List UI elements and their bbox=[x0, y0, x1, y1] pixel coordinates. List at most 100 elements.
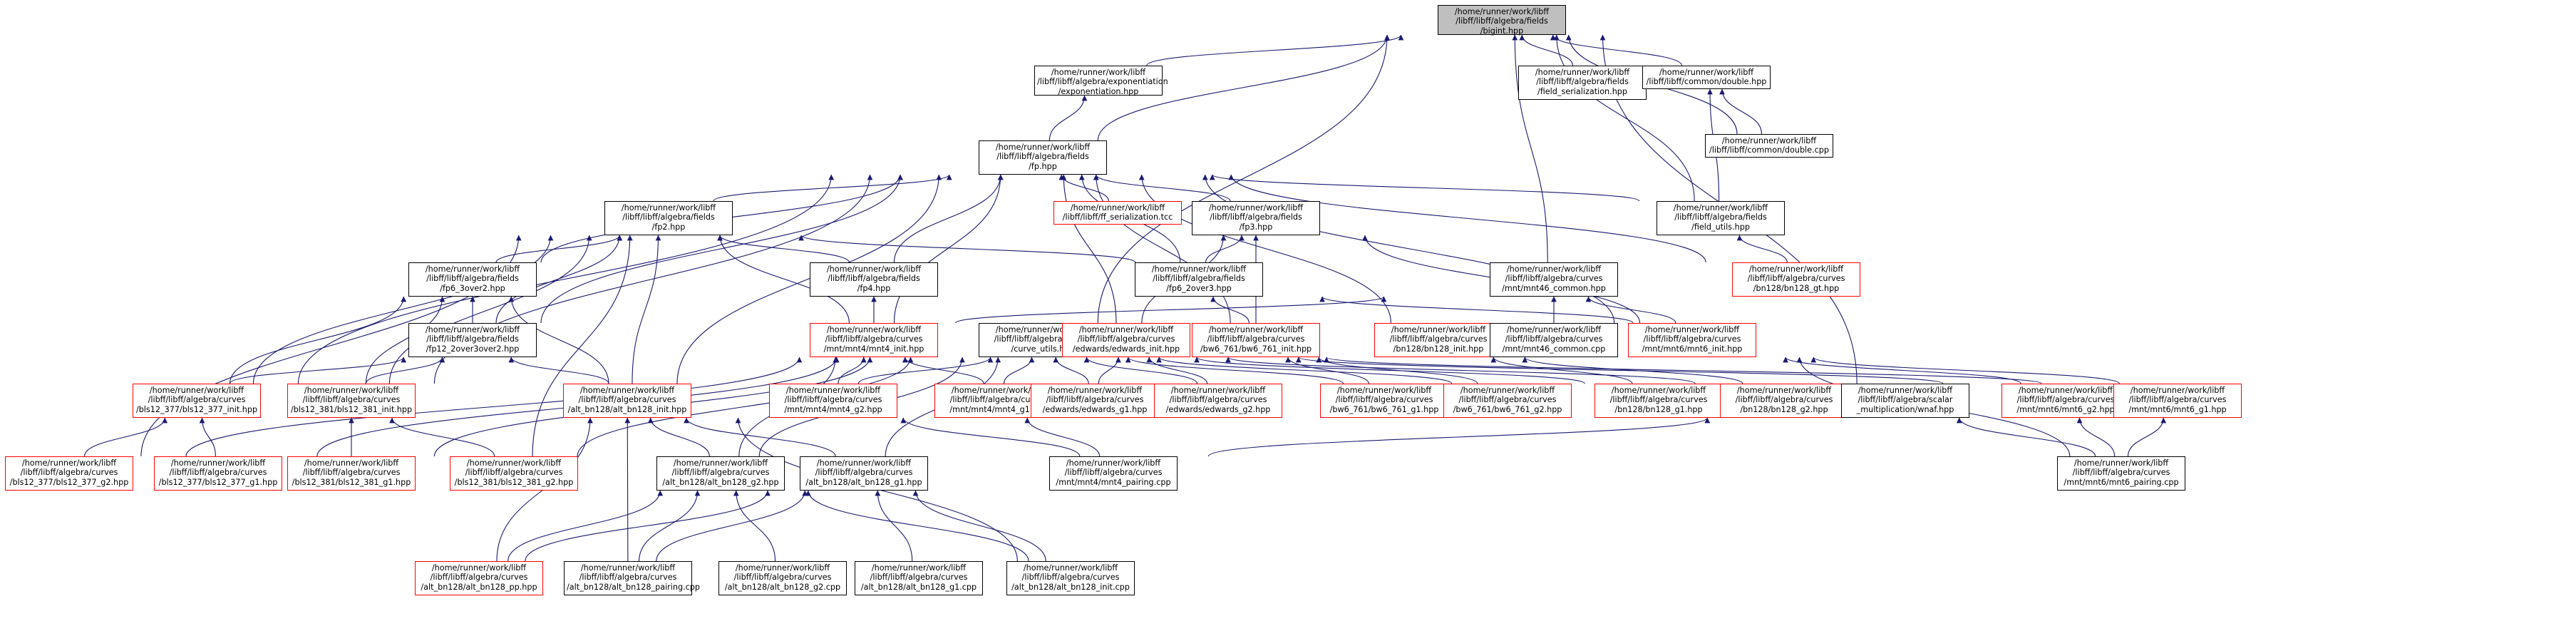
node-label-line: /libff/libff/algebra/fields bbox=[1536, 77, 1629, 87]
node-label-line: /fp2.hpp bbox=[651, 222, 686, 232]
node-fp4[interactable]: /home/runner/work/libff/libff/libff/alge… bbox=[810, 262, 938, 297]
node-bls381g2[interactable]: /home/runner/work/libff/libff/libff/alge… bbox=[450, 456, 578, 491]
node-bls377g2[interactable]: /home/runner/work/libff/libff/libff/alge… bbox=[5, 456, 133, 491]
node-fp3[interactable]: /home/runner/work/libff/libff/libff/alge… bbox=[1192, 201, 1320, 235]
edge-altinit-to-fp2 bbox=[632, 235, 661, 384]
node-label-line: /home/runner/work/libff bbox=[149, 386, 244, 395]
node-label-line: /home/runner/work/libff bbox=[304, 386, 399, 395]
node-edg1[interactable]: /home/runner/work/libff/libff/libff/alge… bbox=[1031, 384, 1159, 418]
node-label-line: /home/runner/work/libff bbox=[995, 143, 1091, 152]
node-label-line: /bw6_761/bw6_761_g2.hpp bbox=[1453, 404, 1562, 414]
node-mnt4g2[interactable]: /home/runner/work/libff/libff/libff/alge… bbox=[769, 384, 897, 418]
node-label-line: /bls12_377/bls12_377_g1.hpp bbox=[158, 477, 278, 487]
node-bls381g1[interactable]: /home/runner/work/libff/libff/libff/alge… bbox=[287, 456, 416, 491]
edge-altpp-to-altg1 bbox=[525, 490, 771, 562]
node-mnt4pair[interactable]: /home/runner/work/libff/libff/libff/alge… bbox=[1049, 456, 1178, 491]
node-mnt46cc[interactable]: /home/runner/work/libff/libff/libff/alge… bbox=[1490, 323, 1618, 357]
node-ffser[interactable]: /home/runner/work/libff/libff/libff/ff_s… bbox=[1053, 201, 1182, 225]
node-altpp[interactable]: /home/runner/work/libff/libff/libff/alge… bbox=[415, 561, 543, 595]
node-label-line: /libff/libff/ff_serialization.tcc bbox=[1062, 212, 1173, 222]
node-label-line: /home/runner/work/libff bbox=[1506, 265, 1602, 274]
node-label-line: /mnt/mnt6/mnt6_pairing.cpp bbox=[2064, 477, 2179, 487]
node-label-line: /libff/libff/common/double.cpp bbox=[1709, 145, 1829, 155]
node-bn128g2[interactable]: /home/runner/work/libff/libff/libff/alge… bbox=[1720, 384, 1848, 418]
node-altg2[interactable]: /home/runner/work/libff/libff/libff/alge… bbox=[656, 456, 785, 491]
edge-bls377init-to-fp bbox=[297, 174, 835, 384]
node-fser[interactable]: /home/runner/work/libff/libff/libff/alge… bbox=[1518, 66, 1647, 100]
edge-mnt4g2-to-cutils bbox=[857, 357, 994, 384]
node-fp63o2[interactable]: /home/runner/work/libff/libff/libff/alge… bbox=[408, 262, 537, 297]
node-mnt46c[interactable]: /home/runner/work/libff/libff/libff/alge… bbox=[1490, 262, 1618, 297]
node-label-line: /mnt/mnt4/mnt4_g1.hpp bbox=[949, 404, 1048, 414]
edge-futil-to-bigint bbox=[1553, 34, 1695, 202]
node-label-line: /libff/libff/algebra/curves bbox=[1207, 334, 1305, 344]
node-label-line: /fp.hpp bbox=[1029, 161, 1057, 171]
node-label-line: /exponentiation.hpp bbox=[1058, 86, 1139, 96]
node-label-line: /home/runner/work/libff bbox=[1208, 203, 1304, 212]
edge-mnt46c-to-bigint bbox=[1512, 34, 1548, 263]
node-altg1c[interactable]: /home/runner/work/libff/libff/libff/alge… bbox=[855, 561, 983, 595]
node-bls377init[interactable]: /home/runner/work/libff/libff/libff/alge… bbox=[133, 384, 261, 418]
node-label-line: /home/runner/work/libff bbox=[1047, 386, 1143, 395]
node-expo[interactable]: /home/runner/work/libff/libff/libff/alge… bbox=[1034, 66, 1168, 96]
node-bls381init[interactable]: /home/runner/work/libff/libff/libff/alge… bbox=[287, 384, 416, 418]
node-label-line: /mnt/mnt4/mnt4_g2.hpp bbox=[784, 404, 882, 414]
node-bls377g1[interactable]: /home/runner/work/libff/libff/libff/alge… bbox=[154, 456, 282, 491]
edge-mnt6g1-to-mnt6init bbox=[1810, 357, 2120, 384]
edge-dblc-to-dblh bbox=[1719, 88, 1762, 135]
edge-mnt4g1-to-cutils bbox=[1003, 357, 1035, 384]
node-label-line: /libff/libff/algebra/curves bbox=[302, 468, 401, 478]
node-futil[interactable]: /home/runner/work/libff/libff/libff/alge… bbox=[1657, 201, 1785, 235]
node-dblc[interactable]: /home/runner/work/libff/libff/libff/comm… bbox=[1705, 134, 1833, 158]
node-altg2c[interactable]: /home/runner/work/libff/libff/libff/alge… bbox=[718, 561, 847, 595]
edge-mnt6g1-to-cutils bbox=[1324, 357, 2042, 384]
node-bw6g2[interactable]: /home/runner/work/libff/libff/libff/alge… bbox=[1443, 384, 1572, 418]
node-label-line: /libff/libff/algebra/curves bbox=[1747, 274, 1845, 284]
node-bw6init[interactable]: /home/runner/work/libff/libff/libff/alge… bbox=[1192, 323, 1320, 357]
node-fp12[interactable]: /home/runner/work/libff/libff/libff/alge… bbox=[408, 323, 537, 357]
node-label-line: /mnt/mnt46_common.cpp bbox=[1502, 344, 1606, 354]
node-bn128g1[interactable]: /home/runner/work/libff/libff/libff/alge… bbox=[1594, 384, 1723, 418]
node-edg2[interactable]: /home/runner/work/libff/libff/libff/alge… bbox=[1154, 384, 1282, 418]
node-wnaf[interactable]: /home/runner/work/libff/libff/libff/alge… bbox=[1841, 384, 1969, 418]
node-label-line: /libff/libff/algebra/curves bbox=[1505, 274, 1603, 284]
node-mnt4init[interactable]: /home/runner/work/libff/libff/libff/alge… bbox=[810, 323, 938, 357]
edge-bw6init-to-fp bbox=[1093, 174, 1231, 324]
node-mnt6g1[interactable]: /home/runner/work/libff/libff/libff/alge… bbox=[2113, 384, 2242, 418]
node-altinit[interactable]: /home/runner/work/libff/libff/libff/alge… bbox=[563, 384, 691, 418]
node-label-line: /fp6_3over2.hpp bbox=[440, 283, 505, 293]
node-fp[interactable]: /home/runner/work/libff/libff/libff/alge… bbox=[979, 140, 1107, 175]
node-mnt6init[interactable]: /home/runner/work/libff/libff/libff/alge… bbox=[1628, 323, 1756, 357]
node-label-line: /bls12_381/bls12_381_init.hpp bbox=[290, 404, 413, 414]
node-bigint[interactable]: /home/runner/work/libff/libff/libff/alge… bbox=[1438, 5, 1566, 36]
node-label-line: /libff/libff/algebra/curves bbox=[1643, 334, 1741, 344]
node-bn128gt[interactable]: /home/runner/work/libff/libff/libff/alge… bbox=[1732, 262, 1860, 297]
node-fp62o3[interactable]: /home/runner/work/libff/libff/libff/alge… bbox=[1135, 262, 1263, 297]
edge-altg2c-to-altg2 bbox=[733, 490, 776, 562]
edge-edg1-to-edinit bbox=[1098, 357, 1121, 384]
node-label-line: /libff/libff/algebra/curves bbox=[578, 395, 676, 405]
node-bw6g1[interactable]: /home/runner/work/libff/libff/libff/alge… bbox=[1320, 384, 1448, 418]
node-label-line: /libff/libff/algebra/curves bbox=[302, 395, 401, 405]
node-label-line: /home/runner/work/libff bbox=[579, 386, 675, 395]
node-edinit[interactable]: /home/runner/work/libff/libff/libff/alge… bbox=[1062, 323, 1190, 357]
node-label-line: /mnt/mnt4/mnt4_init.hpp bbox=[823, 344, 924, 354]
node-bn128init[interactable]: /home/runner/work/libff/libff/libff/alge… bbox=[1374, 323, 1503, 357]
node-fp2[interactable]: /home/runner/work/libff/libff/libff/alge… bbox=[604, 201, 733, 235]
node-label-line: /home/runner/work/libff bbox=[1208, 325, 1304, 334]
node-altpairc[interactable]: /home/runner/work/libff/libff/libff/alge… bbox=[564, 561, 700, 595]
node-dblh[interactable]: /home/runner/work/libff/libff/libff/comm… bbox=[1642, 66, 1771, 89]
edge-fp62o3-to-fp3 bbox=[1205, 235, 1245, 263]
node-label-line: /libff/libff/algebra/curves bbox=[2072, 468, 2170, 478]
edge-altinitc-to-altg1 bbox=[912, 490, 1046, 562]
node-mnt6g2[interactable]: /home/runner/work/libff/libff/libff/alge… bbox=[2001, 384, 2130, 418]
node-label-line: /home/runner/work/libff bbox=[1748, 265, 1844, 274]
node-mnt6pair[interactable]: /home/runner/work/libff/libff/libff/alge… bbox=[2057, 456, 2185, 491]
node-altinitc[interactable]: /home/runner/work/libff/libff/libff/alge… bbox=[1006, 561, 1135, 595]
node-label-line: /libff/libff/algebra/curves bbox=[1458, 395, 1557, 405]
edge-mnt6init-to-mnt46c bbox=[1585, 296, 1676, 324]
node-altg1[interactable]: /home/runner/work/libff/libff/libff/alge… bbox=[800, 456, 928, 491]
edge-bls377init-to-fp63o2 bbox=[229, 296, 407, 384]
node-label-line: /mnt/mnt6/mnt6_g1.hpp bbox=[2128, 404, 2227, 414]
edge-altpairc-to-altg1 bbox=[656, 490, 808, 562]
